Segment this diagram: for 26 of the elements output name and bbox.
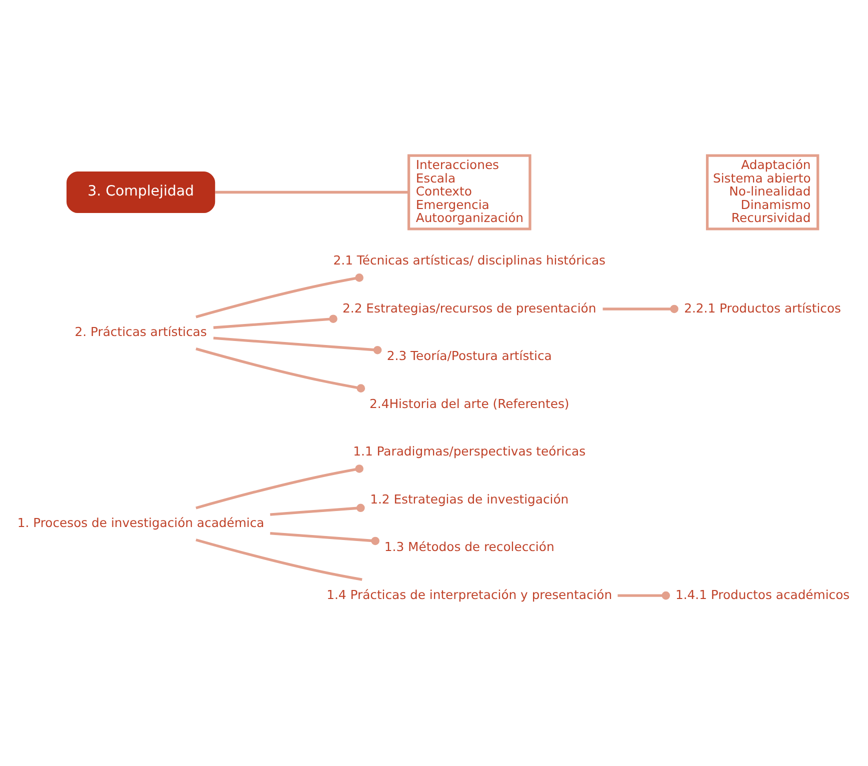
- connector: [213, 314, 338, 328]
- connector: [196, 538, 362, 580]
- connector: [196, 464, 364, 509]
- node-text: 1.3 Métodos de recolección: [384, 540, 554, 554]
- node-text: 1.2 Estrategias de investigación: [370, 492, 569, 506]
- node-text: 2.2.1 Productos artísticos: [684, 300, 842, 315]
- connector: [196, 347, 366, 392]
- connector: [213, 336, 382, 354]
- node-text: 2.4Historia del arte (Referentes): [370, 396, 570, 410]
- node-text: 2.1 Técnicas artísticas/ disciplinas históricas: [333, 253, 606, 267]
- node-box: Adaptación Sistema abierto No-linealidad Dinamismo Recursividad: [706, 154, 820, 230]
- node-text: 1.4.1 Productos académicos: [676, 587, 850, 602]
- node-text: 1.4 Prácticas de interpretación y presentación: [326, 587, 612, 602]
- connector: [618, 590, 670, 600]
- connector: [215, 190, 409, 194]
- connector: [270, 503, 365, 516]
- node-text: 2.3 Teoría/Postura artística: [386, 348, 552, 363]
- node-text: 2. Prácticas artísticas: [74, 324, 207, 339]
- connector: [196, 273, 364, 318]
- node-box: 3. Complejidad: [66, 170, 216, 213]
- node-box: Interacciones Escala Contexto Emergencia Autoorganización: [407, 154, 532, 230]
- node-text: 1.1 Paradigmas/perspectivas teóricas: [353, 444, 586, 458]
- node-text: 2.2 Estrategias/recursos de presentación: [342, 300, 596, 315]
- connector: [270, 531, 380, 545]
- node-text: 1. Procesos de investigación académica: [17, 516, 264, 530]
- connector: [602, 304, 678, 313]
